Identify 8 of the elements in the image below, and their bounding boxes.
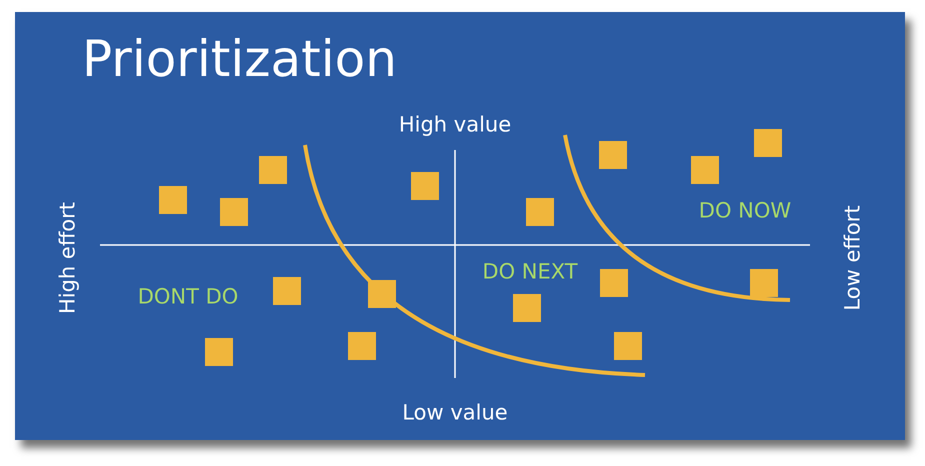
axis-label: High value [398, 111, 512, 138]
axis-label: Low effort [839, 205, 866, 311]
quadrant-label: DO NEXT [482, 258, 578, 286]
quadrant-label: DO NOW [698, 197, 792, 224]
quadrant-label: DONT DO [138, 283, 238, 310]
title: Prioritization [82, 34, 397, 84]
axis-label: Low value [402, 399, 508, 426]
axis-label: High effort [54, 202, 80, 314]
